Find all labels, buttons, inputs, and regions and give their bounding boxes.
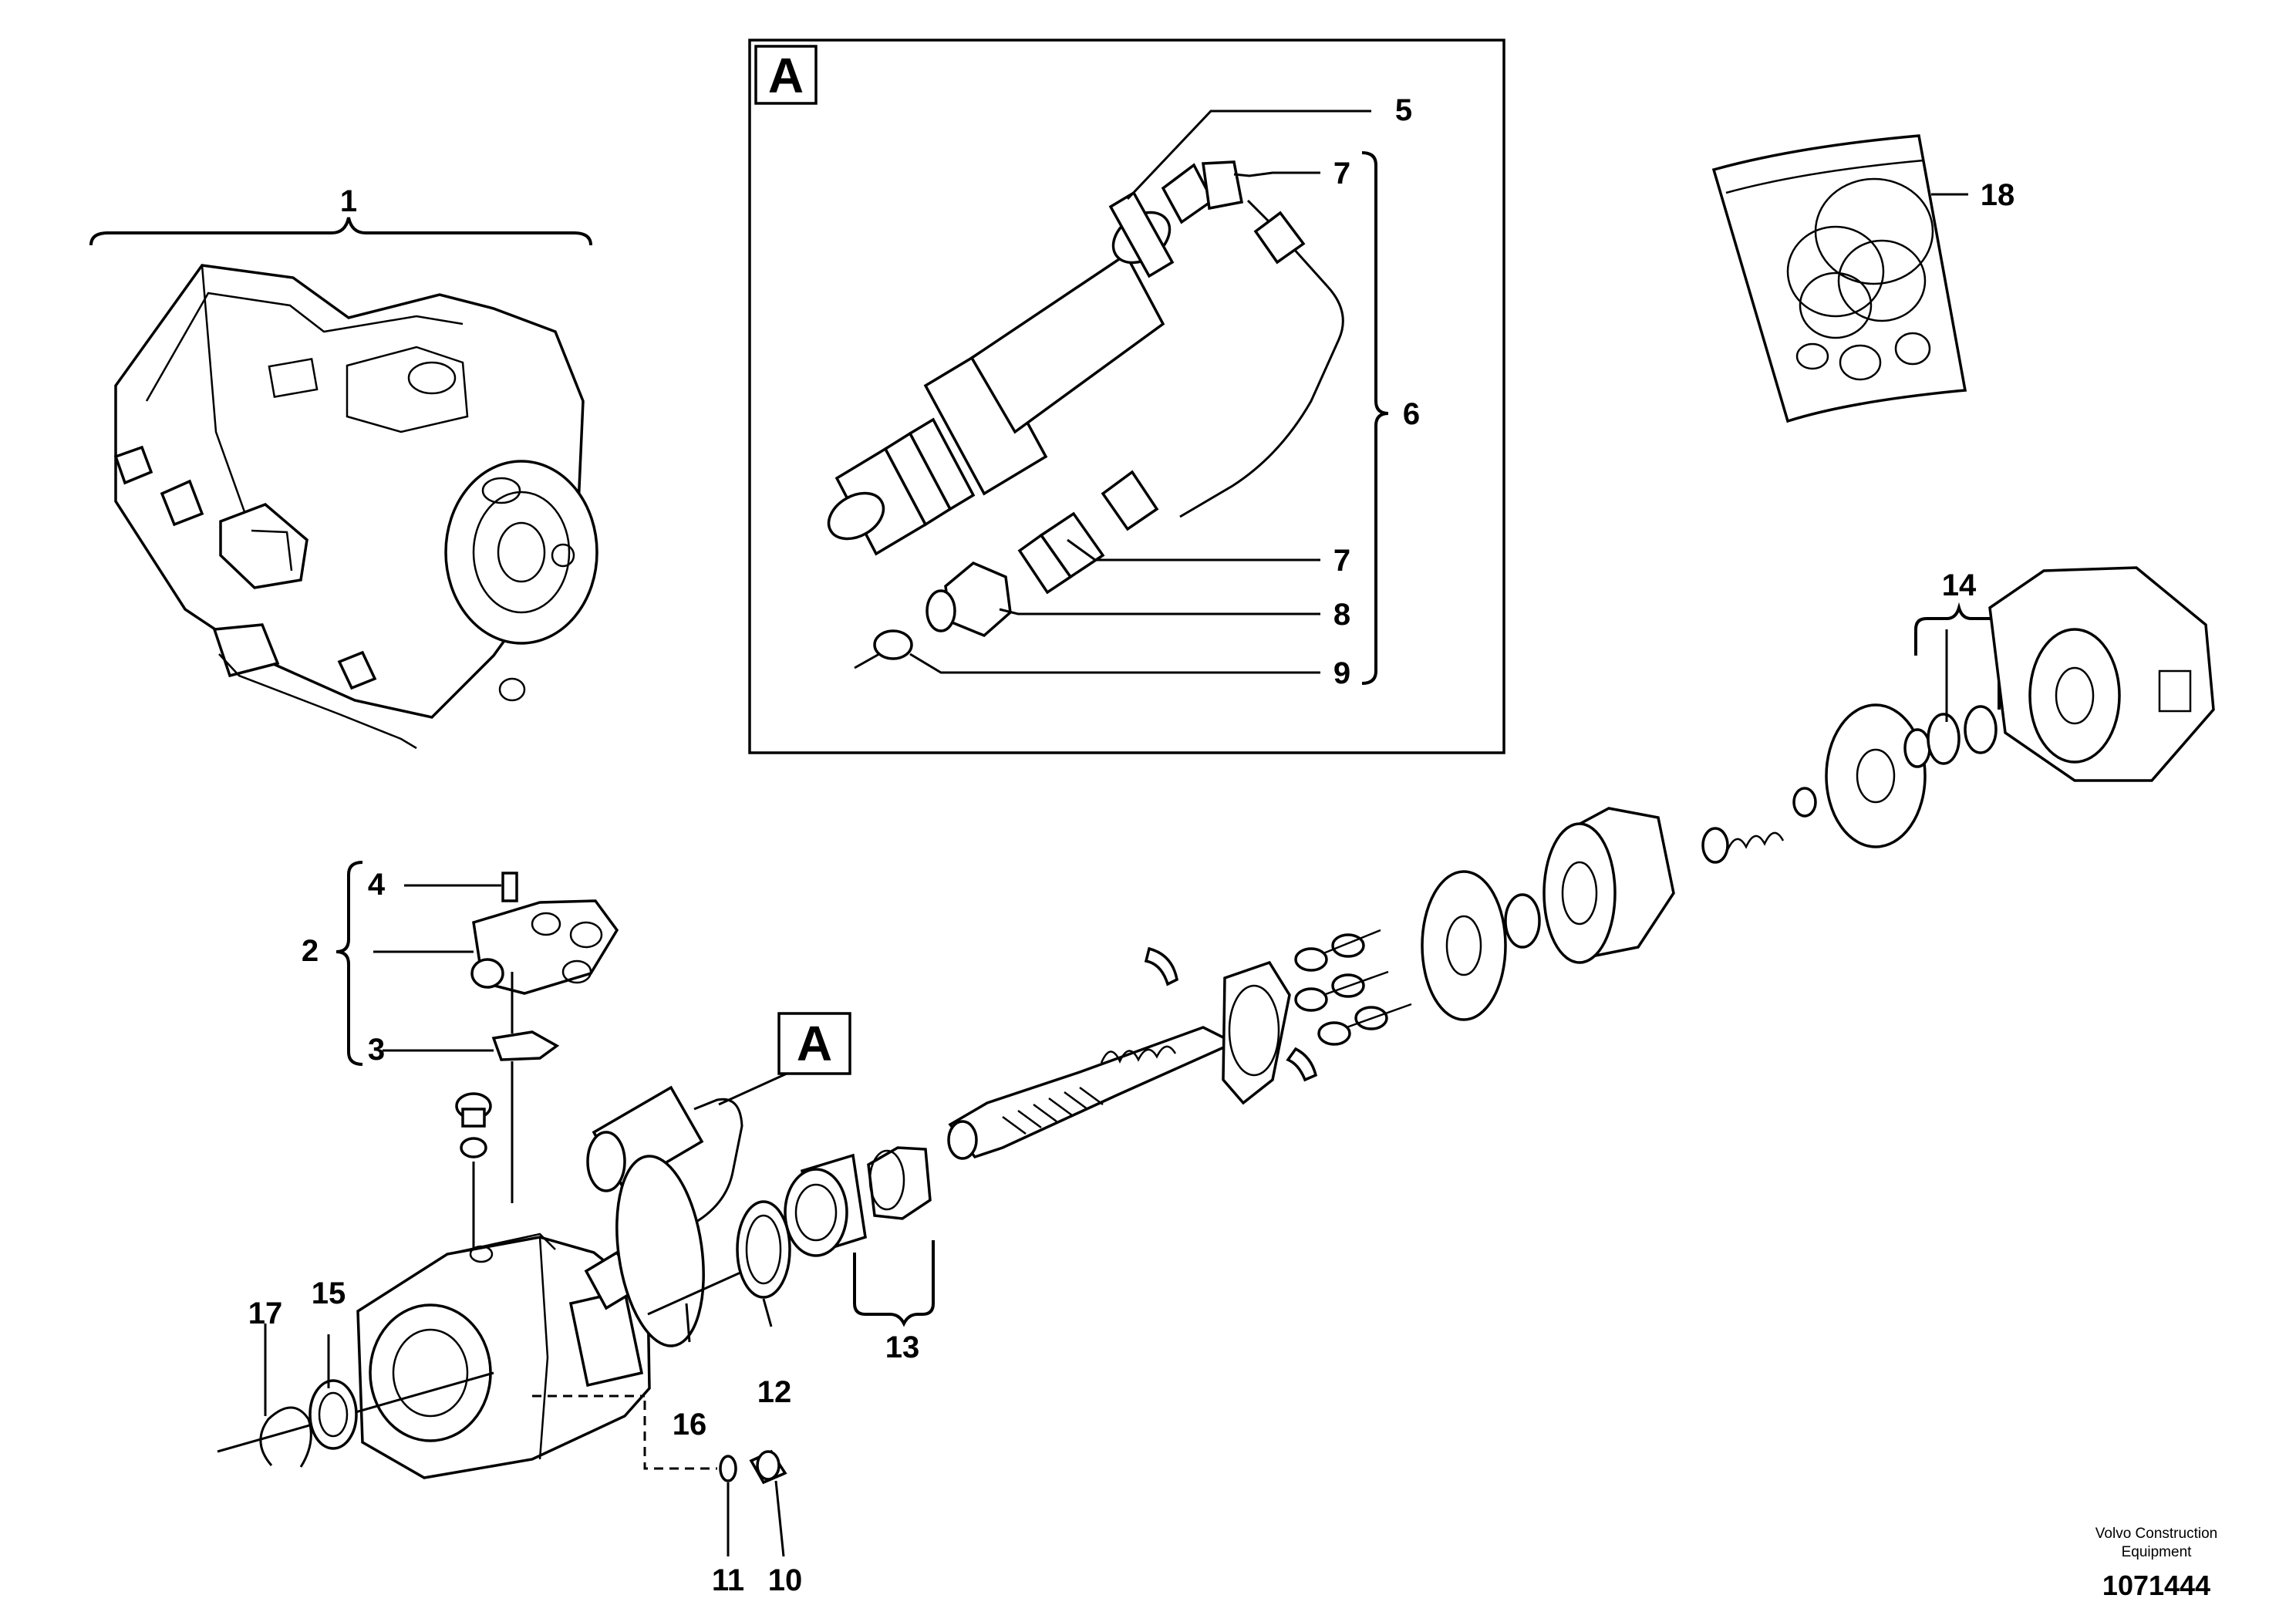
label-18: 18 [1981, 178, 2015, 212]
spring-assembly [1701, 787, 1817, 864]
pump-housing [356, 1233, 651, 1479]
pressure-sensor [827, 191, 1175, 556]
label-16: 16 [673, 1408, 707, 1442]
bearing-cup [784, 1153, 867, 1257]
return-spring [1100, 1045, 1177, 1064]
shaft-seal [736, 1200, 791, 1299]
front-seal [308, 1379, 358, 1450]
end-cover [1988, 566, 2215, 782]
label-2: 2 [302, 934, 319, 968]
label-17: 17 [248, 1297, 283, 1330]
label-13: 13 [885, 1330, 920, 1364]
label-3: 3 [368, 1033, 385, 1067]
label-4: 4 [368, 868, 386, 902]
label-7-bottom: 7 [1333, 544, 1350, 578]
control-valve [335, 861, 619, 1203]
label-14: 14 [1942, 568, 1977, 602]
callout-a-letter: A [797, 1016, 832, 1071]
label-12: 12 [757, 1375, 792, 1409]
seal-kit-bag [1711, 134, 1968, 423]
valve-plate [1825, 703, 1927, 848]
label-11: 11 [712, 1563, 744, 1597]
hydraulic-pump-assembly [89, 217, 598, 750]
retainer-plate [1421, 870, 1507, 1021]
snap-ring [259, 1406, 312, 1468]
drain-plug [719, 1449, 787, 1485]
piston-set [1294, 929, 1412, 1046]
swashplate [1144, 946, 1318, 1105]
company-name-line2: Equipment [2122, 1544, 2193, 1560]
bearing-cone [867, 1146, 932, 1220]
elbow-fitting [1161, 160, 1244, 224]
o-ring-small [873, 629, 913, 660]
label-7-top: 7 [1333, 157, 1350, 191]
label-15: 15 [312, 1276, 346, 1310]
detail-a-panel: A [748, 39, 1505, 754]
label-5: 5 [1395, 93, 1412, 127]
cylinder-block [1504, 807, 1675, 964]
sensor-pipe [1017, 199, 1344, 595]
label-1: 1 [340, 184, 357, 218]
plug-screw [455, 1092, 492, 1249]
callout-a-tag: A [718, 1012, 851, 1106]
company-name-line1: Volvo Construction [2095, 1526, 2217, 1542]
label-9: 9 [1333, 656, 1350, 690]
label-6: 6 [1403, 397, 1420, 431]
drawing-number: 1071444 [2102, 1570, 2210, 1601]
drive-shaft [947, 1026, 1238, 1160]
detail-a-letter: A [768, 48, 804, 103]
label-10: 10 [768, 1563, 803, 1597]
label-8: 8 [1333, 598, 1350, 632]
drawing-footer: Volvo Construction Equipment 1071444 [2095, 1526, 2217, 1601]
rear-bearing [1903, 705, 1998, 768]
